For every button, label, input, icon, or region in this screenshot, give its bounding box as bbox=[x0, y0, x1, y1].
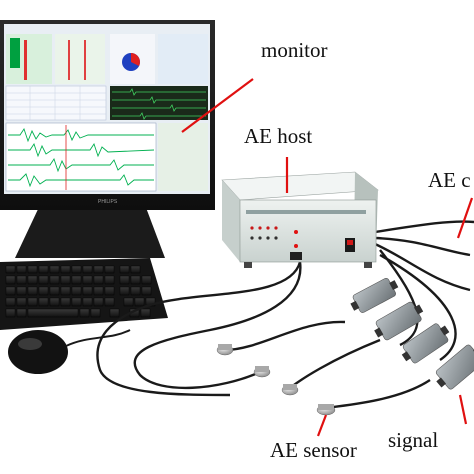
monitor-brand-mark: PHILIPS bbox=[98, 199, 118, 205]
screen-channel-traces bbox=[112, 88, 206, 120]
preamplifiers bbox=[350, 277, 474, 390]
host-label-strip bbox=[246, 210, 366, 214]
cable-3 bbox=[374, 242, 471, 292]
monitor: PHILIPS bbox=[0, 20, 215, 258]
ae-sensors bbox=[216, 344, 336, 416]
screen-pane-right bbox=[158, 34, 208, 84]
ae-sensor-1 bbox=[216, 344, 234, 356]
cable-5 bbox=[133, 261, 302, 390]
screen-pane-middle bbox=[55, 34, 105, 84]
ae-sensor-pointer bbox=[316, 414, 328, 437]
cable-1 bbox=[374, 236, 471, 257]
host-top bbox=[221, 171, 379, 201]
keyboard-keys bbox=[5, 265, 156, 318]
screen-red-bar-1 bbox=[24, 40, 27, 80]
cable-4 bbox=[96, 261, 302, 397]
host-front-panel bbox=[239, 199, 377, 263]
ae-sensor-3 bbox=[281, 384, 299, 396]
cable-9 bbox=[289, 338, 381, 389]
screen-pie-slice bbox=[131, 53, 140, 66]
cable-8 bbox=[224, 320, 346, 352]
label-ae-cable: AE c bbox=[428, 168, 471, 192]
host-indicator-leds bbox=[250, 226, 298, 248]
keyboard bbox=[0, 258, 168, 330]
screen-side-panel bbox=[158, 123, 208, 191]
preamp-4 bbox=[435, 344, 474, 390]
cables bbox=[96, 220, 474, 410]
screen-red-bar-3 bbox=[84, 40, 86, 80]
cable-2 bbox=[374, 220, 474, 234]
ae-cable-pointer bbox=[456, 197, 474, 239]
host-foot-left bbox=[244, 262, 252, 268]
host-power-switch-light bbox=[347, 240, 353, 245]
host-front bbox=[222, 180, 240, 262]
mouse-cable bbox=[65, 329, 131, 347]
preamp-2 bbox=[374, 301, 424, 341]
ae-sensor-2 bbox=[253, 366, 271, 378]
label-monitor: monitor bbox=[261, 38, 328, 62]
screen-table-lines bbox=[6, 86, 106, 120]
label-signal: signal bbox=[388, 428, 439, 452]
monitor-pointer bbox=[181, 78, 254, 133]
screen-pane-green-block bbox=[10, 38, 20, 68]
screen-waveforms bbox=[8, 127, 155, 188]
preamp-3 bbox=[401, 323, 450, 364]
host-connector-port bbox=[290, 252, 302, 260]
screen-table bbox=[5, 85, 107, 121]
mouse-body bbox=[8, 330, 68, 374]
annotation-lines bbox=[181, 78, 474, 437]
ae-host-unit bbox=[221, 171, 379, 268]
preamp-1 bbox=[350, 277, 399, 313]
ae-sensor-4 bbox=[316, 404, 336, 416]
screen-channel-panel bbox=[110, 86, 208, 120]
signal-pointer bbox=[458, 394, 468, 425]
mouse bbox=[8, 329, 131, 374]
monitor-stand bbox=[15, 205, 165, 258]
host-foot-right bbox=[364, 262, 372, 268]
label-ae-sensor: AE sensor bbox=[270, 438, 357, 462]
cable-10 bbox=[324, 379, 431, 410]
label-ae-host: AE host bbox=[244, 124, 313, 148]
cable-7 bbox=[379, 253, 457, 361]
mouse-highlight bbox=[18, 338, 42, 350]
screen-red-bar-2 bbox=[68, 40, 70, 80]
